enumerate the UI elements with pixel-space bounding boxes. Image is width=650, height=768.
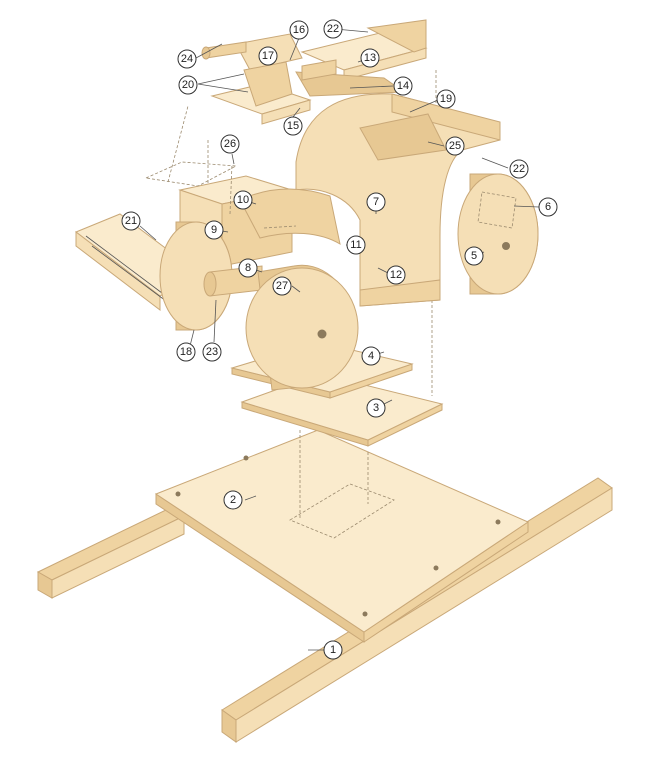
callout-25-label: 25 [449, 140, 461, 152]
callout-19-label: 19 [440, 93, 452, 105]
callout-20: 20 [178, 75, 198, 95]
callout-13-label: 13 [364, 52, 376, 64]
callout-22-right-label: 22 [513, 163, 525, 175]
callout-16: 16 [289, 20, 309, 40]
body-block [144, 161, 341, 267]
callout-16-label: 16 [293, 24, 305, 36]
callout-18-label: 18 [180, 346, 192, 358]
callout-8-label: 8 [245, 262, 251, 274]
callout-17: 17 [258, 46, 278, 66]
callout-11: 11 [346, 235, 366, 255]
callout-7-label: 7 [373, 196, 379, 208]
rear-wheel-right [457, 173, 539, 295]
callout-18: 18 [176, 342, 196, 362]
callout-10: 10 [233, 190, 253, 210]
callout-24: 24 [177, 49, 197, 69]
callout-22-top: 22 [323, 19, 343, 39]
callout-20-label: 20 [182, 79, 194, 91]
callout-4: 4 [361, 346, 381, 366]
callout-9: 9 [204, 220, 224, 240]
callout-19: 19 [436, 89, 456, 109]
callout-7: 7 [366, 192, 386, 212]
callout-21-label: 21 [125, 215, 137, 227]
callout-15: 15 [283, 116, 303, 136]
callout-6: 6 [538, 197, 558, 217]
callout-14-label: 14 [397, 80, 409, 92]
callout-15-label: 15 [287, 120, 299, 132]
callout-27: 27 [272, 276, 292, 296]
callout-25: 25 [445, 136, 465, 156]
callouts: 1 2 3 4 5 6 7 8 [121, 19, 558, 660]
callout-1-label: 1 [330, 644, 336, 656]
callout-12: 12 [386, 265, 406, 285]
callout-22-top-label: 22 [327, 23, 339, 35]
callout-3-label: 3 [373, 402, 379, 414]
callout-2: 2 [223, 490, 243, 510]
callout-6-label: 6 [545, 201, 551, 213]
callout-8: 8 [238, 258, 258, 278]
seat-assembly [201, 19, 428, 125]
callout-27-label: 27 [276, 280, 288, 292]
base-platform [154, 421, 530, 643]
callout-5-label: 5 [471, 250, 477, 262]
callout-1: 1 [323, 640, 343, 660]
callout-13: 13 [360, 48, 380, 68]
callout-21: 21 [121, 211, 141, 231]
callout-2-label: 2 [230, 494, 236, 506]
callout-23-label: 23 [206, 346, 218, 358]
callout-5: 5 [464, 246, 484, 266]
rear-wheel-left [159, 221, 233, 331]
callout-26: 26 [220, 134, 240, 154]
callout-12-label: 12 [390, 269, 402, 281]
callout-10-label: 10 [237, 194, 249, 206]
callout-9-label: 9 [211, 224, 217, 236]
callout-17-label: 17 [262, 50, 274, 62]
callout-22-right: 22 [509, 159, 529, 179]
callout-14: 14 [393, 76, 413, 96]
callout-26-label: 26 [224, 138, 236, 150]
callout-23: 23 [202, 342, 222, 362]
front-wheel [245, 264, 359, 391]
callout-11-label: 11 [350, 239, 361, 251]
callout-24-label: 24 [181, 53, 193, 65]
callout-3: 3 [366, 398, 386, 418]
callout-4-label: 4 [368, 350, 374, 362]
